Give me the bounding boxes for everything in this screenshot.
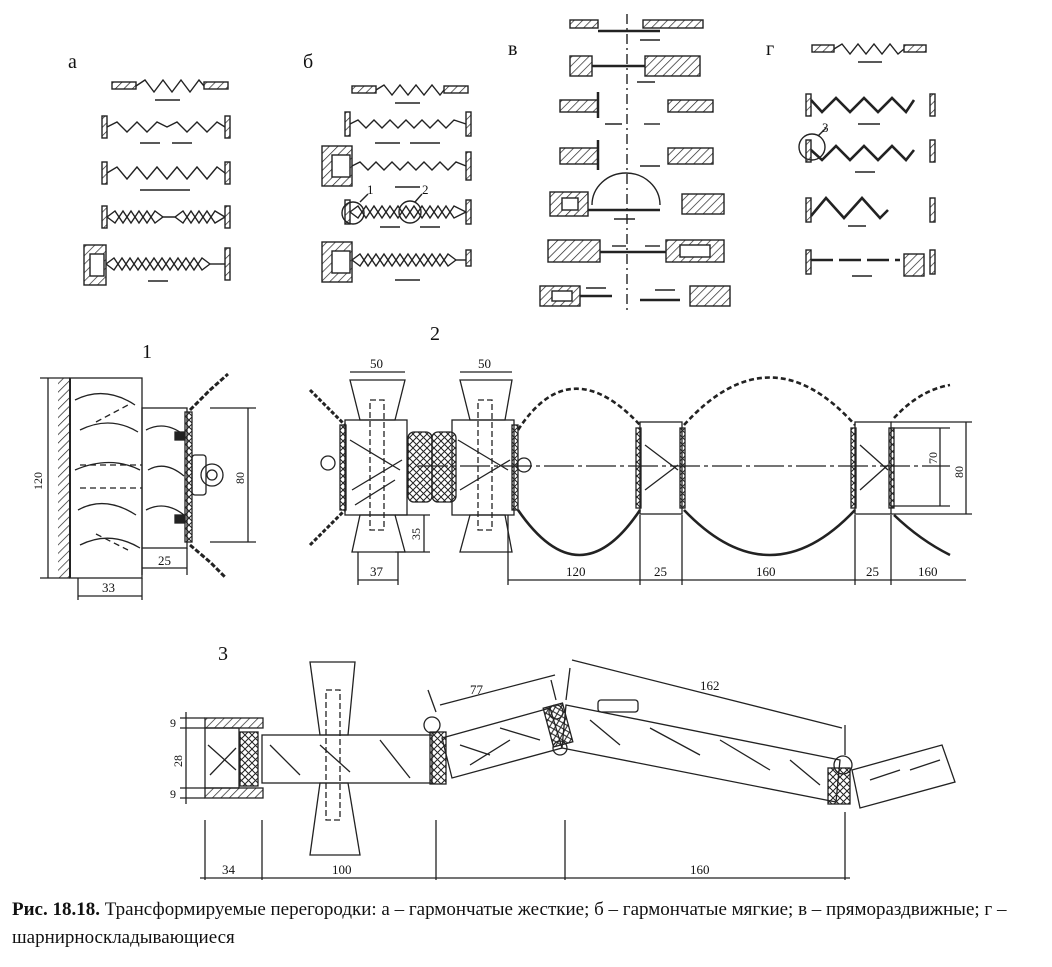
callout-label-3: 3: [822, 120, 829, 135]
dim-2-25a: 25: [654, 564, 667, 579]
dim-3-9a: 9: [170, 716, 176, 730]
dim-3-9b: 9: [170, 787, 176, 801]
dim-2-70: 70: [926, 452, 940, 464]
detail-label-2: 2: [430, 323, 440, 345]
scheme-g-hinged: г 3: [766, 38, 936, 277]
scheme-v-sliding: в: [508, 14, 731, 310]
dim-2-80: 80: [952, 466, 966, 478]
dim-2-37: 37: [370, 564, 384, 579]
detail-label-1: 1: [142, 341, 152, 363]
callout-label-2: 2: [422, 182, 429, 197]
detail-3-section: 3 77 162: [170, 643, 956, 880]
dim-1-25: 25: [158, 553, 171, 568]
scheme-a-accordion-rigid: а: [68, 51, 231, 286]
dim-2-160a: 160: [756, 564, 776, 579]
caption-number: Рис. 18.18.: [12, 899, 100, 920]
dim-2-50a: 50: [370, 356, 383, 371]
dim-3-28: 28: [171, 755, 185, 767]
dim-2-120: 120: [566, 564, 586, 579]
dim-3-100: 100: [332, 862, 352, 877]
dim-3-77: 77: [470, 682, 484, 697]
dim-1-33: 33: [102, 580, 115, 595]
panel-label-g: г: [766, 38, 774, 60]
detail-2-section: 2 50: [308, 323, 972, 585]
dim-2-25b: 25: [866, 564, 879, 579]
scheme-b-accordion-soft: б 1 2: [303, 51, 472, 283]
panel-label-v: в: [508, 38, 517, 60]
caption-text: Трансформируемые перегородки: а – гармон…: [12, 899, 1007, 948]
panel-label-a: а: [68, 51, 77, 73]
figure-caption: Рис. 18.18. Трансформируемые перегородки…: [12, 896, 1042, 952]
callout-label-1: 1: [367, 182, 374, 197]
dim-2-50b: 50: [478, 356, 491, 371]
dim-3-162: 162: [700, 678, 720, 693]
dim-2-160b: 160: [918, 564, 938, 579]
figure-drawing: а б: [31, 14, 972, 880]
detail-label-3: 3: [218, 643, 228, 665]
dim-2-35: 35: [409, 528, 423, 540]
dim-3-160: 160: [690, 862, 710, 877]
dim-1-80: 80: [233, 472, 247, 484]
dim-3-34: 34: [222, 862, 236, 877]
dim-1-120: 120: [31, 472, 45, 490]
panel-label-b: б: [303, 51, 313, 73]
detail-1-section: 1 120 80 25 33: [31, 341, 256, 600]
